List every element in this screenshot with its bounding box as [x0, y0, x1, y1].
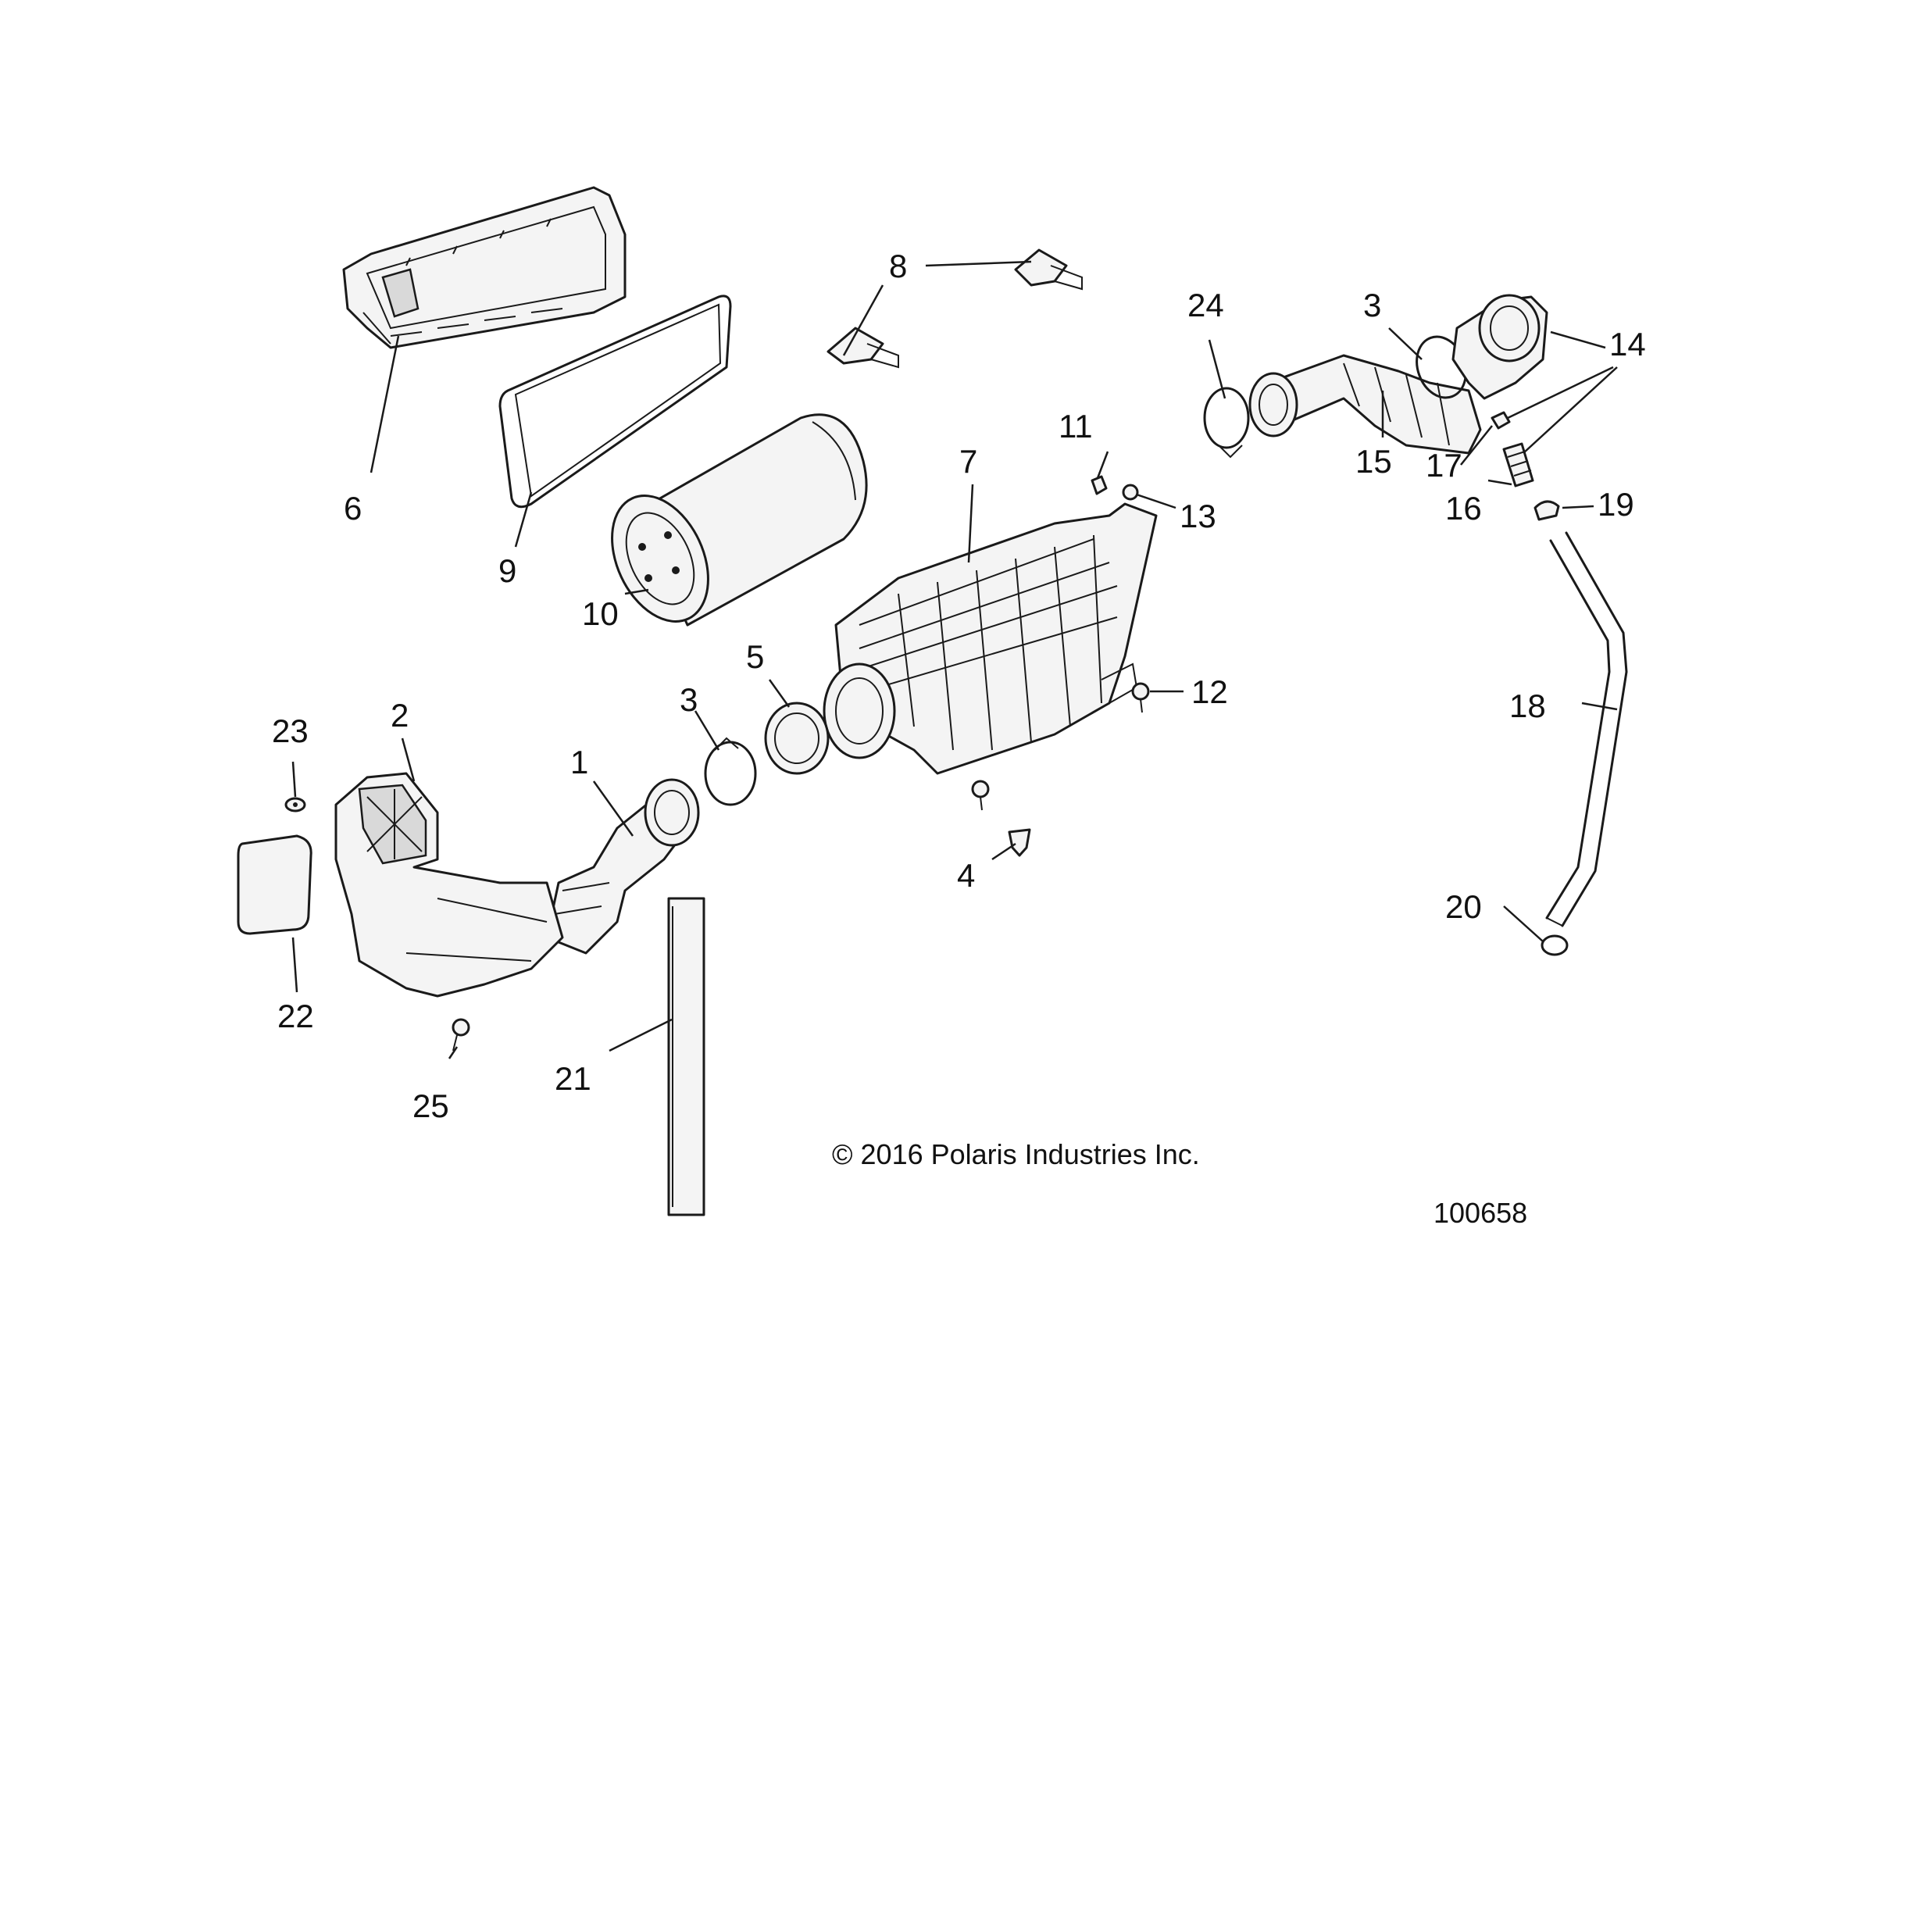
callout-14: 14 [1609, 326, 1646, 362]
part-2-intake-housing [334, 772, 564, 998]
part-15-hose [1248, 354, 1482, 455]
part-25-screw [452, 1018, 470, 1052]
callout-20: 20 [1445, 888, 1482, 925]
part-24-clamp [1203, 387, 1250, 459]
part-12-bolt [1131, 682, 1150, 713]
callout-6: 6 [344, 490, 362, 527]
part-1-intake-duct [545, 778, 700, 955]
part-9-gasket [498, 295, 732, 509]
part-11-nut [1091, 475, 1108, 495]
part-18-drain-tube [1545, 531, 1628, 927]
part-19-cap [1533, 500, 1560, 521]
part-20-clamp [1541, 934, 1569, 956]
callout-13: 13 [1180, 498, 1216, 534]
callout-18: 18 [1509, 687, 1546, 724]
part-6-airbox-cover [342, 186, 627, 349]
callout-5: 5 [746, 638, 764, 675]
part-bolt-lower [971, 780, 990, 811]
callout-10: 10 [582, 595, 619, 632]
callout-2: 2 [391, 697, 409, 734]
callout-25: 25 [412, 1087, 449, 1124]
part-8-clip-upper [1014, 248, 1083, 291]
callout-21: 21 [555, 1060, 591, 1097]
callout-7: 7 [959, 443, 977, 480]
part-3-clamp-left [704, 737, 757, 806]
leader-lines [291, 260, 1618, 1059]
part-10-filter [611, 413, 868, 627]
part-21-foam-strip [667, 897, 705, 1216]
callout-23: 23 [272, 712, 309, 749]
part-22-pad [237, 834, 312, 935]
callout-16: 16 [1445, 490, 1482, 527]
part-23-screw [284, 797, 306, 812]
callout-3-left: 3 [680, 681, 698, 718]
callout-24: 24 [1187, 287, 1224, 323]
part-13-screw [1122, 484, 1139, 501]
callout-8: 8 [889, 248, 907, 284]
part-7-airbox-body [823, 502, 1158, 775]
drawing-number: 100658 [1434, 1197, 1527, 1229]
callout-12: 12 [1191, 673, 1228, 710]
part-4-grommet [1008, 828, 1031, 857]
callout-17: 17 [1426, 447, 1462, 484]
callout-1: 1 [570, 744, 588, 780]
callout-15: 15 [1355, 443, 1392, 480]
callout-19: 19 [1598, 486, 1634, 523]
part-16-breather [1502, 442, 1534, 487]
callout-4: 4 [957, 857, 975, 894]
callout-3-upper: 3 [1363, 287, 1381, 323]
callout-22: 22 [277, 998, 314, 1034]
callout-11: 11 [1059, 408, 1093, 445]
callout-9: 9 [498, 552, 516, 589]
part-14-elbow [1451, 294, 1548, 400]
copyright-notice: © 2016 Polaris Industries Inc. [832, 1138, 1200, 1170]
callout-labels: 1 2 3 3 4 5 6 7 8 9 10 11 12 13 14 15 16… [272, 248, 1646, 1124]
part-5-coupler [764, 702, 830, 775]
part-17-fitting [1491, 411, 1511, 430]
part-8-clip-lower [827, 327, 899, 369]
